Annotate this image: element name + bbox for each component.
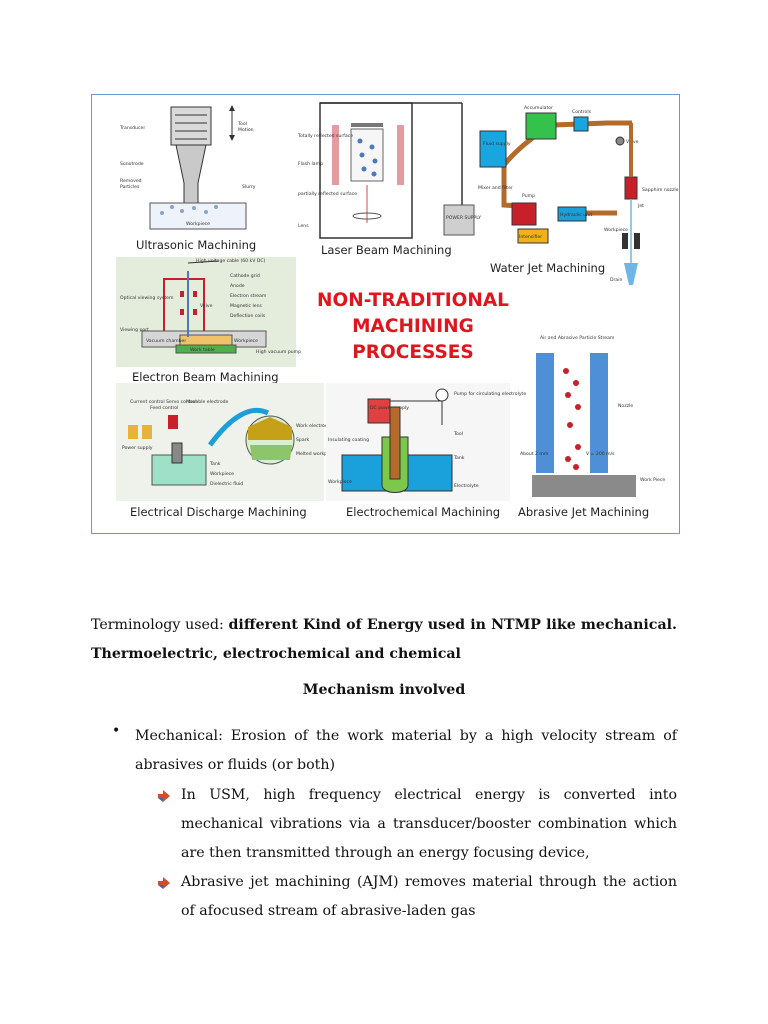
ecm-label-coating: Insulating coating — [328, 437, 369, 443]
usm-label-particles: Particles — [120, 184, 140, 190]
wjm-label-intensifier: Intensifier — [519, 234, 542, 240]
terminology-energy-types: different Kind of Energy used in NTMP li… — [91, 617, 677, 662]
edm-label-dielectric: Dielectric fluid — [210, 481, 243, 487]
ecm-label-pump: Pump for circulating electrolyte — [454, 391, 526, 397]
ebm-label-port: Viewing port — [120, 327, 149, 333]
edm-diagram: Current control Feed control Servo contr… — [116, 383, 337, 519]
terminology-paragraph: Terminology used: different Kind of Ener… — [91, 611, 677, 669]
arrow-bullet-icon — [158, 790, 170, 802]
title-line-3: PROCESSES — [352, 342, 474, 363]
usm-diagram: Tool Motion Transducer Sonotrode Removed… — [119, 105, 256, 252]
ebm-label-valve: Valve — [200, 303, 213, 309]
ajm-label-stream: Air and Abrasive Particle Stream — [540, 335, 615, 341]
sub-item-ajm-text: Abrasive jet machining (AJM) removes mat… — [181, 874, 677, 919]
ebm-label-chamber: Vacuum chamber — [146, 338, 186, 344]
wjm-diagram: Fluid supply Accumulator Controls Valve … — [478, 105, 679, 285]
ajm-label-velocity: V = 200 m/s — [586, 451, 615, 457]
caption-wjm: Water Jet Machining — [490, 261, 605, 275]
ebm-label-optical: Optical viewing system — [120, 295, 174, 301]
wjm-label-workpiece: Workpiece — [604, 227, 628, 233]
usm-label-tool: Tool — [237, 121, 247, 127]
ajm-label-nozzle: Nozzle — [618, 403, 633, 409]
edm-label-work-electrode: Work electrode — [296, 423, 331, 429]
lbm-label-flash: Flash lamp — [298, 161, 323, 167]
usm-label-slurry: Slurry — [242, 184, 256, 190]
ajm-diagram: Air and Abrasive Particle Stream Nozzle … — [518, 335, 665, 519]
caption-ajm: Abrasive Jet Machining — [518, 505, 649, 519]
caption-ecm: Electrochemical Machining — [346, 505, 500, 519]
usm-label-removed: Removed — [120, 178, 142, 184]
title-line-2: MACHINING — [352, 316, 474, 337]
wjm-label-drain: Drain — [610, 277, 623, 283]
caption-edm: Electrical Discharge Machining — [130, 505, 307, 519]
lbm-label-lens: Lens — [298, 223, 309, 229]
ebm-diagram: High voltage cable (60 kV DC) Cathode gr… — [116, 257, 301, 384]
bullet-dot: • — [112, 723, 121, 739]
sub-item-usm: In USM, high frequency electrical energy… — [157, 781, 677, 868]
ecm-label-electrolyte: Electrolyte — [454, 483, 479, 489]
title-line-1: NON-TRADITIONAL — [317, 290, 509, 311]
wjm-label-pump: Pump — [522, 193, 535, 199]
ecm-label-workpiece: Workpiece — [328, 479, 352, 485]
edm-label-feed: Feed control — [150, 405, 178, 411]
edm-label-electrode: Movable electrode — [186, 399, 229, 405]
usm-label-motion: Motion — [238, 127, 254, 133]
ebm-label-stream: Electron stream — [230, 293, 267, 299]
lbm-diagram: POWER SUPPLY Totally reflected surface F… — [297, 102, 481, 257]
caption-lbm: Laser Beam Machining — [321, 243, 452, 257]
edm-label-spark: Spark — [296, 437, 310, 443]
edm-label-power: Power supply — [122, 445, 153, 451]
ebm-label-table: Work table — [190, 347, 215, 353]
wjm-label-fluid: Fluid supply — [483, 141, 511, 147]
arrow-bullet-icon — [158, 877, 170, 889]
usm-label-transducer: Transducer — [119, 125, 145, 131]
ebm-label-cathode: Cathode grid — [230, 273, 260, 279]
figure-title: NON-TRADITIONAL MACHINING PROCESSES — [317, 290, 509, 363]
wjm-label-nozzle: Sapphire nozzle — [642, 187, 679, 193]
terminology-label: Terminology used: — [91, 617, 229, 633]
edm-label-melted: Melted workpiece — [296, 451, 337, 457]
wjm-label-hydraulic: Hydraulic unit — [560, 212, 592, 218]
usm-label-workpiece: Workpiece — [186, 221, 210, 227]
ajm-label-distance: About 2 mm — [520, 451, 549, 457]
ebm-label-lens: Magnetic lens — [230, 303, 263, 309]
caption-usm: Ultrasonic Machining — [136, 238, 256, 252]
ebm-label-pump: High vacuum pump — [256, 349, 301, 355]
edm-label-current: Current control — [130, 399, 165, 405]
lbm-label-partial: partially reflected surface — [298, 191, 357, 197]
ajm-label-workpiece: Work Piece — [640, 477, 665, 483]
ntmp-collage: Tool Motion Transducer Sonotrode Removed… — [116, 102, 679, 519]
lbm-label-power: POWER SUPPLY — [446, 215, 481, 221]
wjm-label-jet: Jet — [637, 203, 644, 209]
lbm-label-reflected: Totally reflected surface — [297, 133, 353, 139]
ecm-label-tool: Tool — [453, 431, 463, 437]
wjm-label-accumulator: Accumulator — [524, 105, 553, 111]
wjm-label-controls: Controls — [572, 109, 592, 115]
usm-label-sonotrode: Sonotrode — [120, 161, 144, 167]
wjm-label-mixer: Mixer and filter — [478, 185, 513, 191]
edm-label-tank: Tank — [209, 461, 221, 467]
caption-ebm: Electron Beam Machining — [132, 370, 279, 384]
ebm-label-anode: Anode — [230, 283, 245, 289]
edm-label-servo: Servo control — [166, 399, 197, 405]
ntmp-figure: Tool Motion Transducer Sonotrode Removed… — [91, 94, 680, 534]
ecm-diagram: DC power supply Pump for circulating ele… — [326, 383, 526, 519]
ebm-label-workpiece: Workpiece — [234, 338, 258, 344]
bullet-mechanical: Mechanical: Erosion of the work material… — [135, 728, 677, 773]
ecm-label-tank: Tank — [453, 455, 465, 461]
ebm-label-cable: High voltage cable (60 kV DC) — [196, 258, 266, 264]
sub-item-usm-text: In USM, high frequency electrical energy… — [181, 787, 677, 861]
sub-item-ajm: Abrasive jet machining (AJM) removes mat… — [157, 868, 677, 926]
edm-label-workpiece: Workpiece — [210, 471, 234, 477]
mechanism-heading: Mechanism involved — [302, 682, 466, 698]
ebm-label-deflection: Deflection coils — [230, 313, 266, 319]
